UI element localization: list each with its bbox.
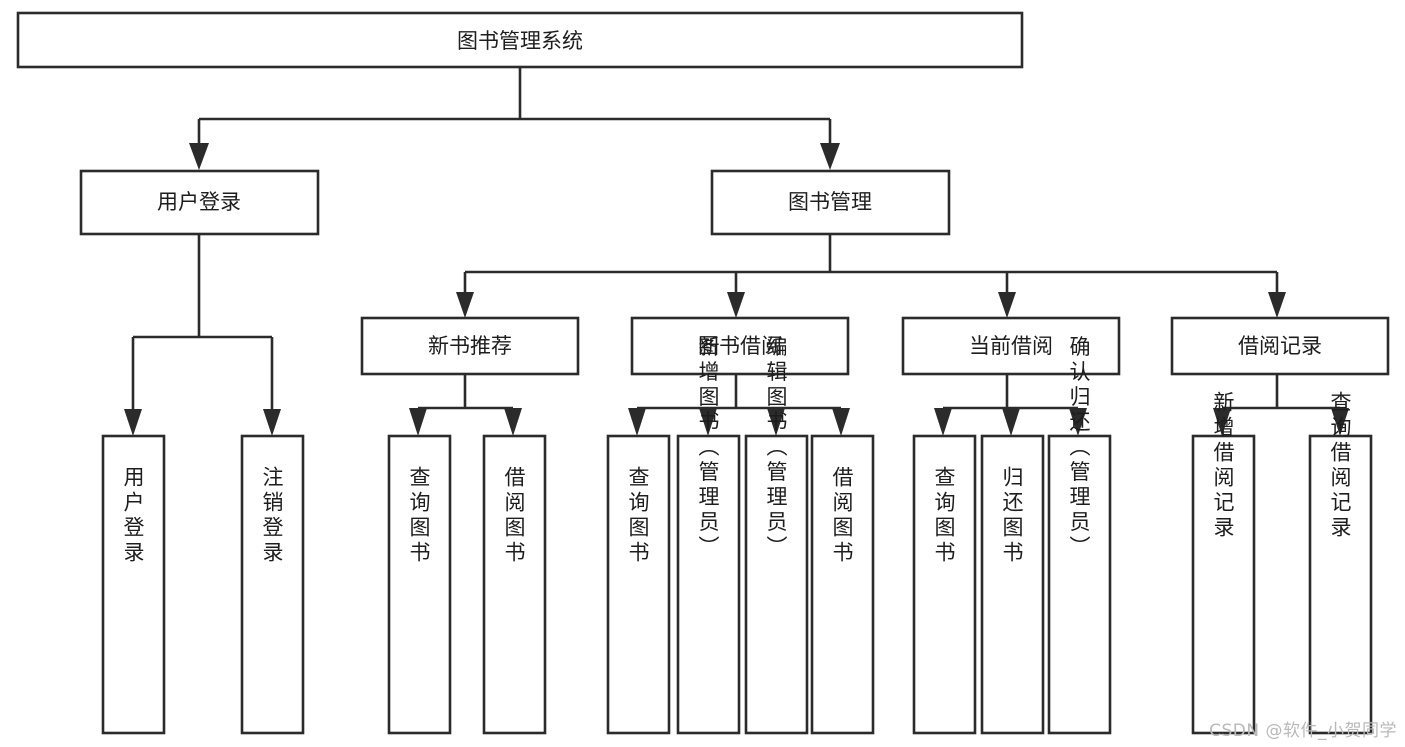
node-leaf-user-login-label: 用户登录 [121, 466, 145, 566]
arrow-head-leaf-return-book [1002, 408, 1020, 436]
node-root-box[interactable] [16, 11, 1024, 69]
node-leaf-query-book-1[interactable]: 查询图书 [387, 434, 452, 735]
arrow-head-leaf-add-record [1213, 408, 1231, 436]
node-book-borrow[interactable]: 图书借阅 [630, 316, 850, 376]
node-leaf-borrow-book-1-box[interactable] [482, 434, 547, 735]
node-leaf-query-book-2[interactable]: 查询图书 [606, 434, 671, 735]
arrow-head-book-borrow [727, 292, 745, 318]
arrow-head-leaf-add-book [699, 408, 717, 436]
node-leaf-edit-book-label: 编辑图书（管理员） [764, 336, 788, 561]
connector-layer [124, 67, 1349, 436]
node-book-manage-box[interactable] [710, 169, 951, 236]
node-leaf-edit-book[interactable]: 编辑图书（管理员） [744, 336, 809, 735]
node-leaf-return-book-box[interactable] [980, 434, 1045, 735]
arrow-head-leaf-query-book-1 [409, 408, 427, 436]
node-leaf-logout-login[interactable]: 注销登录 [240, 434, 305, 735]
node-book-manage[interactable]: 图书管理 [710, 169, 951, 236]
node-leaf-query-record-label: 查询借阅记录 [1328, 391, 1352, 541]
node-leaf-confirm-return-label: 确认归还（管理员） [1067, 336, 1091, 561]
node-leaf-add-book[interactable]: 新增图书（管理员） [676, 336, 741, 735]
node-user-login-box[interactable] [79, 169, 320, 236]
arrow-head-leaf-query-record [1331, 408, 1349, 436]
node-leaf-add-book-label: 新增图书（管理员） [696, 336, 720, 561]
arrow-head-leaf-query-book-2 [628, 408, 646, 436]
node-leaf-query-record-box[interactable] [1308, 434, 1373, 735]
node-current-borrow-box[interactable] [901, 316, 1121, 376]
node-leaf-borrow-book-1[interactable]: 借阅图书 [482, 434, 547, 735]
arrow-head-borrow-record [1268, 292, 1286, 318]
node-leaf-query-book-1-box[interactable] [387, 434, 452, 735]
node-user-login[interactable]: 用户登录 [79, 169, 320, 236]
node-leaf-query-record[interactable]: 查询借阅记录 [1308, 391, 1373, 735]
node-book-manage-label: 图书管理 [788, 190, 872, 214]
node-leaf-add-record-label: 新增借阅记录 [1211, 391, 1235, 541]
arrow-head-leaf-user-login [124, 409, 142, 436]
csdn-watermark: CSDN @软件_小贺同学 [1209, 721, 1397, 741]
node-leaf-borrow-book-1-label: 借阅图书 [502, 466, 526, 566]
arrow-head-new-book-recommend [456, 292, 474, 318]
node-leaf-edit-book-box[interactable] [744, 434, 809, 735]
node-leaf-add-record[interactable]: 新增借阅记录 [1191, 391, 1256, 735]
node-leaf-return-book-label: 归还图书 [1000, 466, 1024, 566]
node-leaf-borrow-book-2-box[interactable] [810, 434, 875, 735]
node-root[interactable]: 图书管理系统 [16, 11, 1024, 69]
node-leaf-return-book[interactable]: 归还图书 [980, 434, 1045, 735]
node-leaf-confirm-return[interactable]: 确认归还（管理员） [1047, 336, 1112, 735]
node-current-borrow[interactable]: 当前借阅 [901, 316, 1121, 376]
arrow-head-leaf-borrow-book-2 [832, 408, 850, 436]
node-borrow-record-label: 借阅记录 [1238, 334, 1322, 358]
arrow-head-leaf-logout-login [263, 409, 281, 436]
node-root-label: 图书管理系统 [457, 29, 583, 53]
node-user-login-label: 用户登录 [157, 190, 241, 214]
node-leaf-confirm-return-box[interactable] [1047, 434, 1112, 735]
node-borrow-record[interactable]: 借阅记录 [1170, 316, 1390, 376]
node-leaf-query-book-2-box[interactable] [606, 434, 671, 735]
node-leaf-borrow-book-2[interactable]: 借阅图书 [810, 434, 875, 735]
node-leaf-logout-login-label: 注销登录 [260, 466, 284, 566]
arrow-head-current-borrow [998, 292, 1016, 318]
node-leaf-user-login-box[interactable] [101, 434, 166, 735]
node-borrow-record-box[interactable] [1170, 316, 1390, 376]
node-leaf-query-book-3[interactable]: 查询图书 [912, 434, 977, 735]
node-leaf-user-login[interactable]: 用户登录 [101, 434, 166, 735]
node-book-borrow-box[interactable] [630, 316, 850, 376]
arrow-head-book-manage [820, 143, 840, 170]
node-leaf-query-book-1-label: 查询图书 [407, 466, 431, 566]
node-new-book-recommend[interactable]: 新书推荐 [360, 316, 580, 376]
arrow-head-leaf-query-book-3 [934, 408, 952, 436]
arrow-head-leaf-borrow-book-1 [504, 408, 522, 436]
node-current-borrow-label: 当前借阅 [969, 334, 1053, 358]
node-leaf-add-book-box[interactable] [676, 434, 741, 735]
node-leaf-query-book-3-label: 查询图书 [932, 466, 956, 566]
node-leaf-add-record-box[interactable] [1191, 434, 1256, 735]
arrow-head-leaf-confirm-return [1069, 408, 1087, 436]
node-new-book-recommend-box[interactable] [360, 316, 580, 376]
node-new-book-recommend-label: 新书推荐 [428, 334, 512, 358]
node-leaf-query-book-3-box[interactable] [912, 434, 977, 735]
node-book-borrow-label: 图书借阅 [698, 334, 782, 358]
arrow-head-user-login [189, 143, 209, 170]
node-leaf-borrow-book-2-label: 借阅图书 [830, 466, 854, 566]
arrow-head-leaf-edit-book [767, 408, 785, 436]
node-leaf-query-book-2-label: 查询图书 [626, 466, 650, 566]
node-leaf-logout-login-box[interactable] [240, 434, 305, 735]
